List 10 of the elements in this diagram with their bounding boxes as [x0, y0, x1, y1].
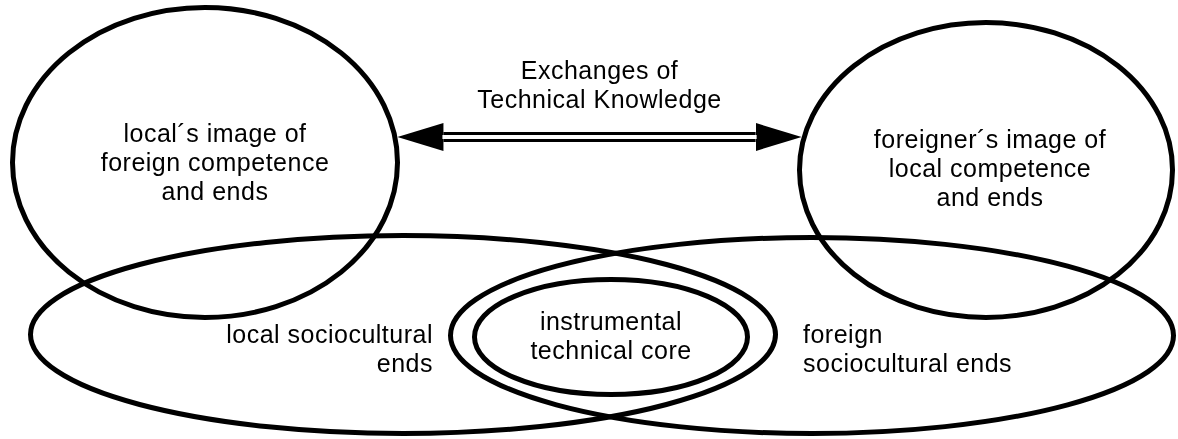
node-label: foreign sociocultural ends [803, 320, 1014, 378]
ellipse-outline [10, 5, 400, 320]
ellipse-outline [448, 235, 1176, 436]
node-label: local´s image of foreign competence and ends [100, 118, 330, 206]
ellipse-outline [472, 277, 750, 397]
node-label: foreigner´s image of local competence and ends [873, 124, 1107, 212]
node-label: local sociocultural ends [225, 320, 433, 378]
ellipse-outline [28, 233, 778, 436]
ellipse-outline [797, 20, 1175, 320]
node-label: instrumental technical core [529, 307, 693, 365]
